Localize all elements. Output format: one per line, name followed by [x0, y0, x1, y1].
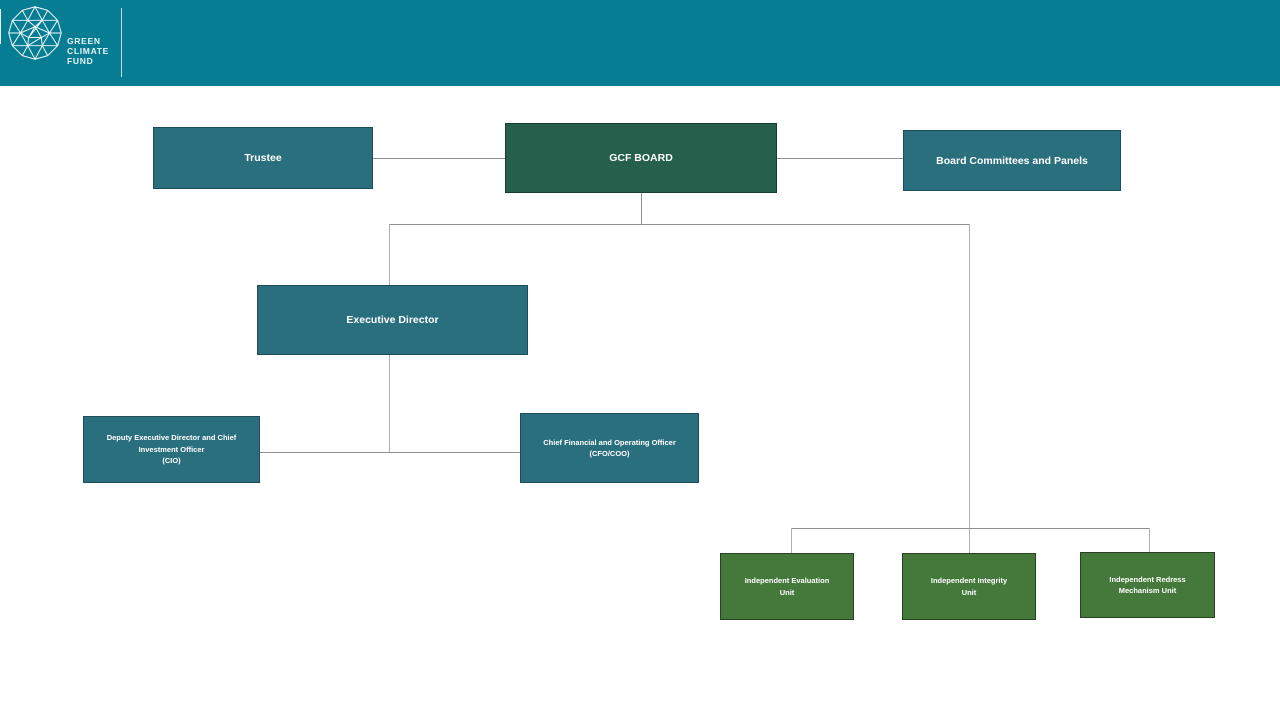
connector-drop-redress-unit: [1149, 528, 1150, 552]
connector-drop-executive-director: [389, 224, 390, 285]
logo-frame-fragment: [0, 9, 1, 44]
connector-trustee-board: [373, 158, 505, 159]
connector-drop-evaluation-unit: [791, 528, 792, 553]
brand-wordmark: GREEN CLIMATE FUND: [67, 36, 110, 66]
connector-executive-director-down: [389, 355, 390, 452]
connector-upper-rail: [389, 224, 969, 225]
node-independent-integrity-unit: Independent Integrity Unit: [902, 553, 1036, 620]
connector-deputy-cfo-rail: [260, 452, 520, 453]
node-independent-redress-mechanism-unit: Independent Redress Mechanism Unit: [1080, 552, 1215, 618]
node-executive-director: Executive Director: [257, 285, 528, 355]
node-board-committees-and-panels: Board Committees and Panels: [903, 130, 1121, 191]
connector-board-down: [641, 193, 642, 224]
node-independent-evaluation-unit: Independent Evaluation Unit: [720, 553, 854, 620]
connector-board-committees: [777, 158, 903, 159]
node-gcf-board: GCF BOARD: [505, 123, 777, 193]
header-divider: [121, 8, 122, 77]
node-deputy-executive-director-cio: Deputy Executive Director and Chief Inve…: [83, 416, 260, 483]
connector-drop-independent-units: [969, 224, 970, 553]
gcf-globe-logo: [8, 6, 62, 60]
connector-units-rail: [791, 528, 1149, 529]
node-trustee: Trustee: [153, 127, 373, 189]
header: GREEN CLIMATE FUND: [0, 0, 1280, 86]
node-cfo-coo: Chief Financial and Operating Officer (C…: [520, 413, 699, 483]
